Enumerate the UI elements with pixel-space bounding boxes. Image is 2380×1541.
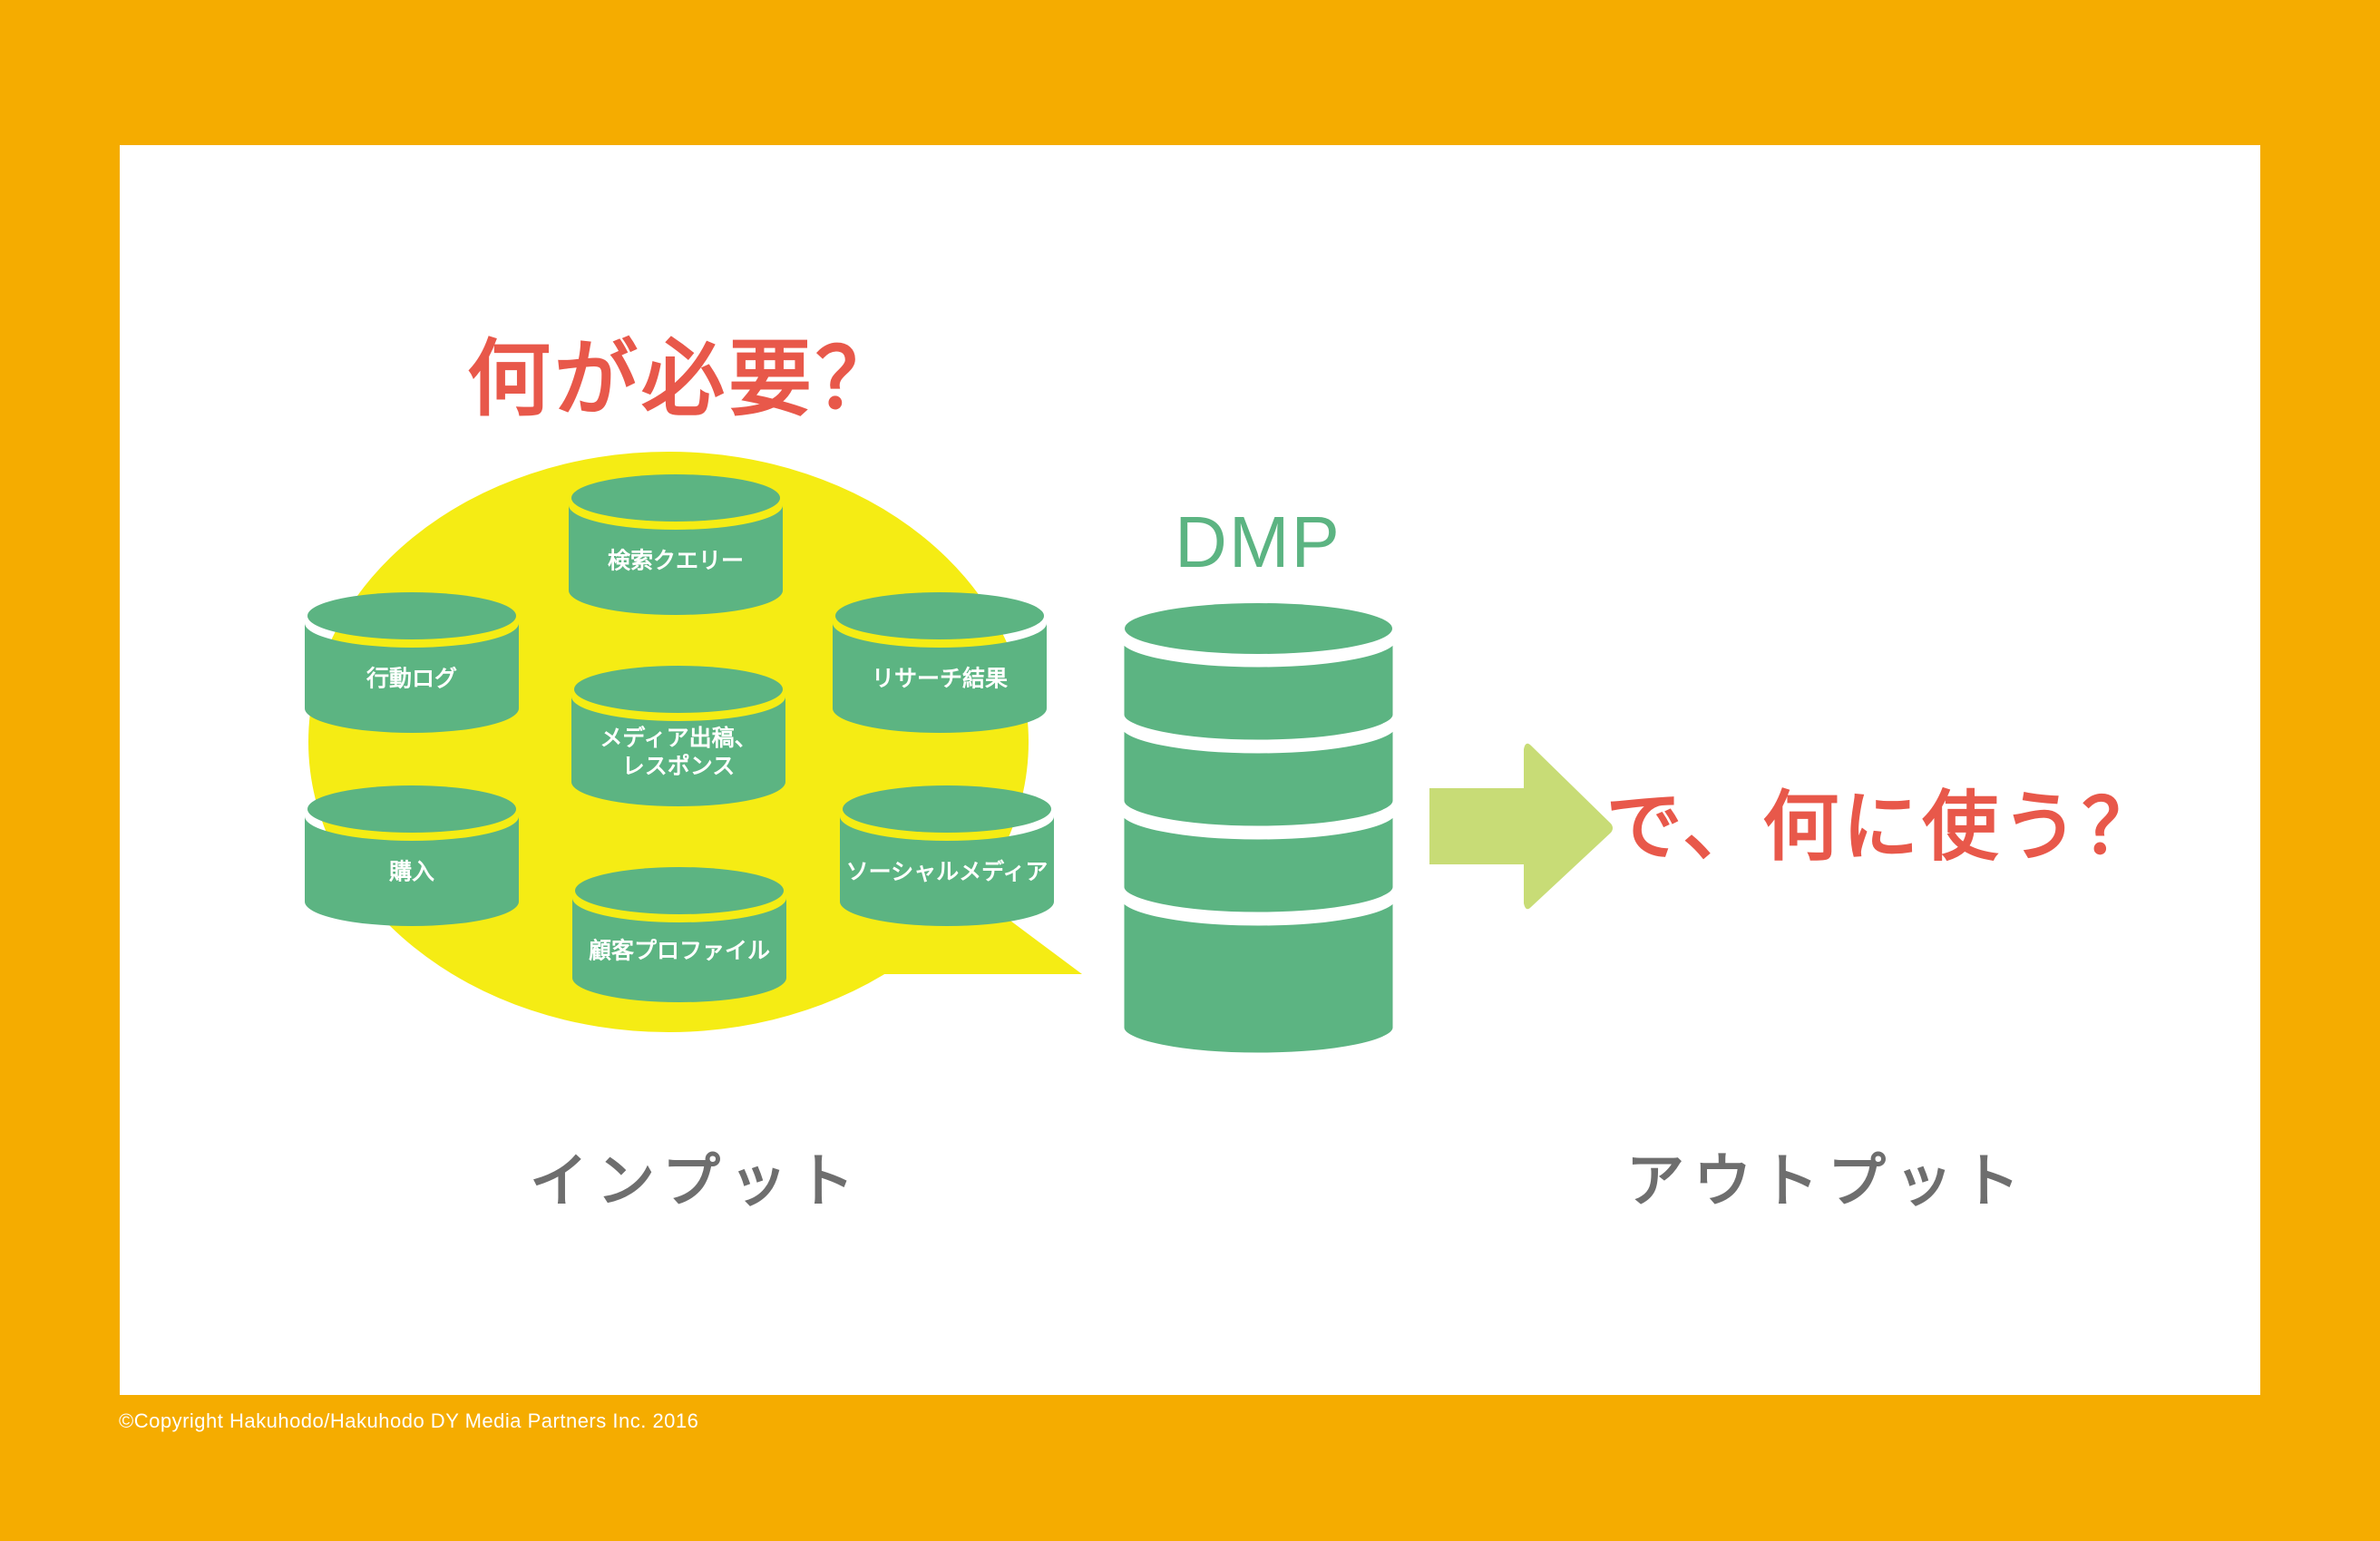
dmp-segment <box>1119 895 1398 1058</box>
data-source-cylinder <box>305 785 519 926</box>
data-source-label: メディア出稿、レスポンス <box>600 724 757 779</box>
data-source-cylinder <box>569 474 783 615</box>
data-source-label: 行動ログ <box>366 665 458 692</box>
input-label: インプット <box>529 1148 864 1215</box>
right-arrow-icon <box>1429 743 1613 910</box>
dmp-label: DMP <box>1175 502 1341 582</box>
data-source-label: 顧客プロファイル <box>588 937 771 964</box>
data-source-cylinder <box>833 592 1047 733</box>
data-source-label: 検索クエリー <box>607 547 745 574</box>
data-source-cylinder <box>305 592 519 733</box>
data-source-cylinders <box>305 474 1054 1002</box>
dmp-database-stack <box>1119 603 1398 1058</box>
data-source-label: リサーチ結果 <box>871 665 1009 692</box>
data-source-label: ソーシャルメディア <box>845 858 1049 885</box>
dmp-segment <box>1119 723 1398 831</box>
data-source-cylinder <box>571 666 785 806</box>
output-question-heading: で、何に使う？ <box>1605 782 2162 872</box>
dmp-segment <box>1119 809 1398 917</box>
output-label: アウトプット <box>1626 1148 2029 1215</box>
input-question-heading: 何が必要？ <box>466 330 903 428</box>
copyright-notice: ©Copyright Hakuhodo/Hakuhodo DY Media Pa… <box>119 1409 699 1432</box>
dmp-top <box>1125 603 1392 654</box>
data-source-cylinder <box>840 785 1054 926</box>
dmp-segment <box>1119 637 1398 745</box>
data-source-label: 購入 <box>388 858 435 885</box>
data-source-cylinder <box>572 867 786 1002</box>
